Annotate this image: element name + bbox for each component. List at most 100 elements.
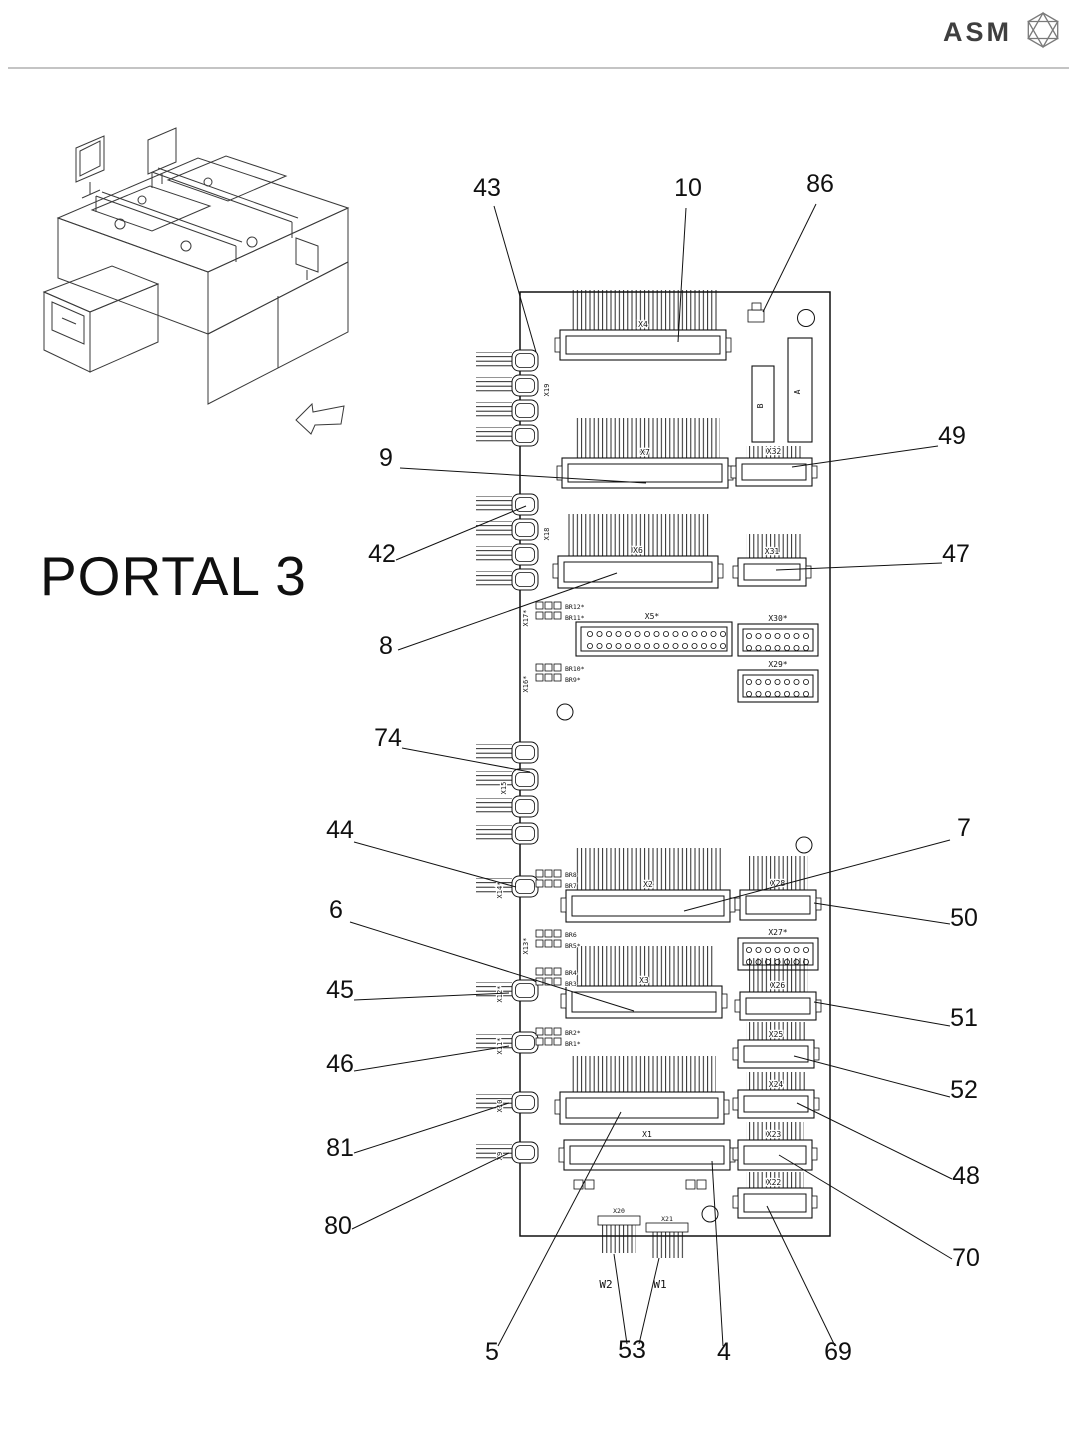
leader-52: [793, 1055, 951, 1098]
callout-53: 53: [618, 1336, 646, 1364]
callout-42: 42: [368, 540, 396, 568]
connector-x20: X20: [597, 1206, 641, 1253]
callout-9: 9: [379, 444, 393, 472]
label-x17: X17*: [522, 610, 530, 627]
label-x31: X31: [765, 547, 780, 556]
label-x26: X26: [771, 981, 786, 990]
callout-70: 70: [952, 1244, 980, 1272]
connector-x30: X30*: [737, 613, 819, 657]
callout-43: 43: [473, 174, 501, 202]
connector-x9: X9: [475, 1141, 539, 1164]
leader-10: [677, 207, 687, 343]
connector-x28: X28: [734, 856, 822, 921]
label-x4: X4: [638, 320, 648, 329]
connector-x26: X26: [734, 958, 822, 1021]
label-x29: X29*: [768, 660, 787, 669]
label-x9: X9: [496, 1152, 504, 1160]
bottom-jumpers: [573, 1179, 707, 1190]
label-br4: BR4: [565, 969, 577, 977]
label-x18: X18: [543, 528, 551, 541]
leader-81: [353, 1102, 510, 1154]
page-header: ASM: [8, 11, 1069, 69]
jumper-block-br2-br1: BR2* BR1*: [535, 1027, 582, 1049]
jumper-block-br8-br7: BR8 BR7: [535, 869, 578, 891]
connector-x19: X19: [475, 349, 552, 447]
connector-x31: X31: [732, 534, 812, 587]
card-area-a: A: [787, 337, 813, 443]
label-x21: X21: [661, 1215, 673, 1223]
label-x11: X11*: [496, 1038, 504, 1055]
callout-7: 7: [957, 814, 971, 842]
connector-x7: X7: [556, 418, 734, 489]
label-br6: BR6: [565, 931, 577, 939]
connector-x2: X2: [560, 848, 736, 923]
label-x30: X30*: [768, 614, 787, 623]
asm-logo-icon: [1027, 11, 1059, 49]
callout-74: 74: [374, 724, 402, 752]
leader-8: [397, 572, 618, 651]
pcb-board-diagram: A B X4 X7 X6: [475, 290, 831, 1292]
leader-50: [813, 902, 951, 925]
leader-80: [351, 1152, 510, 1230]
callout-81: 81: [326, 1134, 354, 1162]
callout-48: 48: [952, 1162, 980, 1190]
callout-49: 49: [938, 422, 966, 450]
callout-69: 69: [824, 1338, 852, 1366]
leader-9: [399, 467, 647, 484]
brand-wordmark: ASM: [943, 17, 1012, 47]
label-br7: BR7: [565, 882, 577, 890]
label-w2: W2: [599, 1278, 612, 1291]
connector-x29: X29*: [737, 659, 819, 703]
label-x14: X14*: [496, 882, 504, 899]
label-a: A: [793, 389, 802, 394]
leader-46: [353, 1045, 510, 1072]
leader-7: [683, 839, 951, 912]
jumper-block-x13: X13* BR6 BR5*: [521, 929, 582, 956]
direction-arrow-icon: [295, 402, 345, 435]
callout-80: 80: [324, 1212, 352, 1240]
label-br2: BR2*: [565, 1029, 581, 1037]
callout-4: 4: [717, 1338, 731, 1366]
label-x28: X28: [771, 879, 786, 888]
callout-5: 5: [485, 1338, 499, 1366]
label-br12: BR12*: [565, 603, 585, 611]
label-x1: X1: [642, 1130, 652, 1139]
jumper-block-br4-br3: BR4 BR3: [535, 967, 578, 989]
label-x5: X5*: [645, 612, 660, 621]
leader-51: [813, 1001, 951, 1027]
leader-5: [497, 1111, 622, 1347]
connector-x18: X18: [475, 493, 552, 591]
leader-49: [791, 445, 939, 468]
connector-x24: X24: [732, 1072, 820, 1119]
connector-x21: X21: [645, 1214, 689, 1258]
label-x22: X22: [767, 1178, 782, 1187]
connector-x5: X5*: [575, 611, 733, 657]
label-x25: X25: [769, 1030, 784, 1039]
label-x6: X6: [633, 546, 643, 555]
callout-6: 6: [329, 896, 343, 924]
label-x20: X20: [613, 1207, 625, 1215]
connector-x3: X3: [560, 946, 728, 1019]
leader-74: [401, 747, 531, 773]
connector-x15: X15: [475, 741, 539, 845]
label-x16: X16*: [522, 676, 530, 693]
leader-lines: [349, 203, 953, 1347]
callout-52: 52: [950, 1076, 978, 1104]
callout-8: 8: [379, 632, 393, 660]
label-x32: X32: [767, 447, 782, 456]
callout-86: 86: [806, 170, 834, 198]
connector-x32: X32: [730, 446, 818, 487]
leader-53b: [638, 1257, 660, 1345]
label-b: B: [756, 403, 765, 408]
connector-ribbon-lower: [554, 1056, 730, 1125]
label-x12: X12*: [496, 986, 504, 1003]
label-br10: BR10*: [565, 665, 585, 673]
label-x7: X7: [640, 448, 650, 457]
leader-43: [493, 205, 537, 353]
label-x27: X27*: [768, 928, 787, 937]
label-x13: X13*: [522, 938, 530, 955]
mounting-hole: [797, 309, 815, 327]
connector-x11: X11*: [475, 1031, 539, 1056]
leader-42: [395, 505, 527, 561]
